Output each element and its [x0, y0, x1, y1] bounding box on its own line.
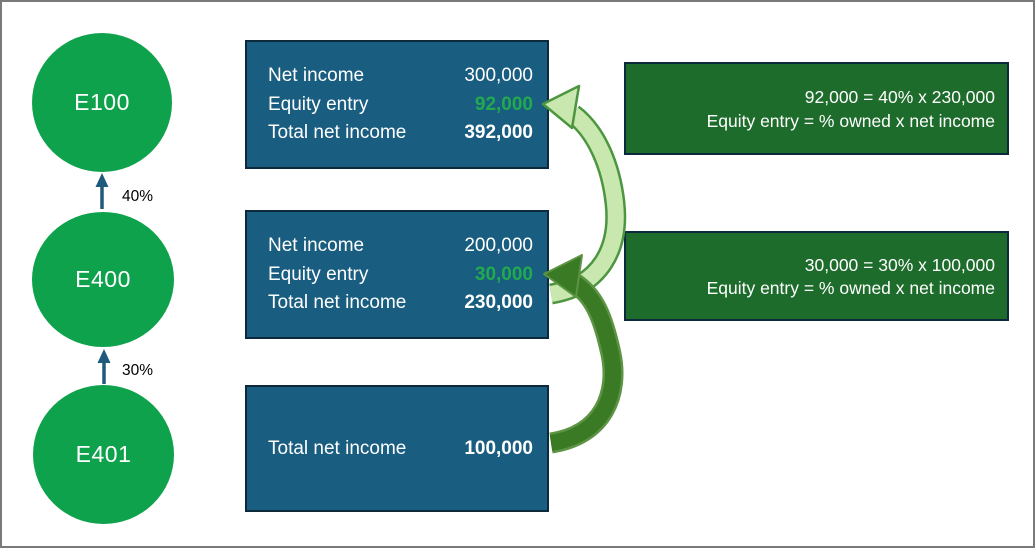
callout-rule-line: Equity entry = % owned x net income [706, 278, 995, 298]
entity-label-e400: E400 [75, 266, 131, 292]
entity-label-e100: E100 [74, 89, 130, 115]
total-net-income-value: 392,000 [464, 122, 533, 143]
equity-entry-row: Equity entry 92,000 [247, 90, 547, 119]
net-income-label: Net income [268, 235, 365, 256]
equity-entry-value: 30,000 [474, 263, 533, 285]
total-net-income-row: Total net income 100,000 [247, 434, 547, 463]
callout-formula-line: 30,000 = 30% x 100,000 [804, 254, 995, 275]
net-income-row: Net income 300,000 [247, 62, 547, 91]
net-income-value: 300,000 [464, 65, 533, 86]
curved-arrow-dark-icon [543, 254, 624, 454]
equity-entry-row: Equity entry 30,000 [247, 260, 547, 289]
up-arrow-icon [97, 349, 111, 384]
total-net-income-value: 230,000 [464, 292, 533, 313]
total-net-income-row: Total net income 230,000 [247, 289, 547, 318]
income-panel-e401: Total net income 100,000 [245, 385, 549, 512]
callout-rule-line: Equity entry = % owned x net income [706, 110, 995, 131]
ownership-percent-40: 40% [122, 188, 154, 205]
income-panel-e100: Net income 300,000 Equity entry 92,000 T… [245, 40, 549, 169]
ownership-percent-30: 30% [122, 362, 154, 379]
up-arrow-icon [95, 173, 109, 209]
entity-circle-e401: E401 [33, 385, 174, 524]
entity-circle-e100: E100 [32, 33, 172, 172]
curved-arrow-light-icon [541, 84, 627, 305]
equity-entry-label: Equity entry [268, 263, 369, 285]
net-income-value: 200,000 [464, 235, 533, 256]
total-net-income-value: 100,000 [464, 437, 533, 459]
net-income-label: Net income [268, 65, 365, 86]
equity-entry-label: Equity entry [268, 93, 369, 115]
callout-equity-formula-e100: 92,000 = 40% x 230,000 Equity entry = % … [624, 62, 1009, 155]
income-panel-e400: Net income 200,000 Equity entry 30,000 T… [245, 210, 549, 339]
total-net-income-label: Total net income [268, 292, 407, 313]
total-net-income-label: Total net income [268, 122, 407, 143]
equity-entry-value: 92,000 [474, 93, 533, 115]
entity-label-e401: E401 [75, 441, 132, 467]
callout-equity-formula-e400: 30,000 = 30% x 100,000 Equity entry = % … [624, 231, 1009, 321]
total-net-income-row: Total net income 392,000 [247, 119, 547, 148]
callout-formula-line: 92,000 = 40% x 230,000 [804, 87, 995, 107]
entity-circle-e400: E400 [32, 212, 174, 347]
total-net-income-label: Total net income [268, 437, 407, 459]
net-income-row: Net income 200,000 [247, 232, 547, 261]
